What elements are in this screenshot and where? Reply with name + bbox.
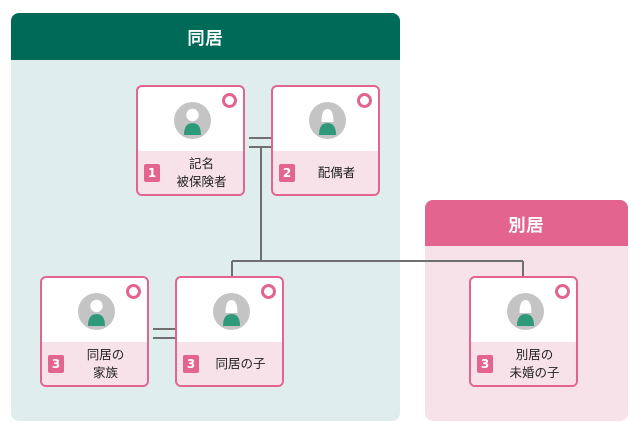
panel-living-separately: 別居 [425, 200, 628, 421]
circle-mark-icon [357, 93, 372, 108]
person-number-badge: 2 [279, 164, 295, 182]
male-person-icon [174, 102, 211, 139]
person-card-family: 3 同居の 家族 [40, 276, 149, 387]
person-card-child-living: 3 同居の子 [175, 276, 284, 387]
panel-title-living-together: 同居 [11, 13, 400, 60]
male-person-icon [78, 293, 115, 330]
person-number-badge: 1 [144, 164, 160, 182]
person-label: 同居の子 [215, 355, 266, 371]
circle-mark-icon [261, 284, 276, 299]
person-label: 別居の 未婚の子 [509, 346, 560, 380]
person-label: 配偶者 [317, 164, 356, 180]
person-label: 記名 被保険者 [176, 155, 227, 189]
female-person-icon [507, 293, 544, 330]
circle-mark-icon [222, 93, 237, 108]
person-number-badge: 3 [477, 355, 493, 373]
circle-mark-icon [126, 284, 141, 299]
female-person-icon [309, 102, 346, 139]
person-card-child-unmarried: 3 別居の 未婚の子 [469, 276, 578, 387]
circle-mark-icon [555, 284, 570, 299]
person-number-badge: 3 [48, 355, 64, 373]
person-number-badge: 3 [183, 355, 199, 373]
person-label: 同居の 家族 [86, 346, 125, 380]
person-card-spouse: 2 配偶者 [271, 85, 380, 196]
female-person-icon [213, 293, 250, 330]
panel-title-living-separately: 別居 [425, 200, 628, 246]
person-card-insured: 1 記名 被保険者 [136, 85, 245, 196]
